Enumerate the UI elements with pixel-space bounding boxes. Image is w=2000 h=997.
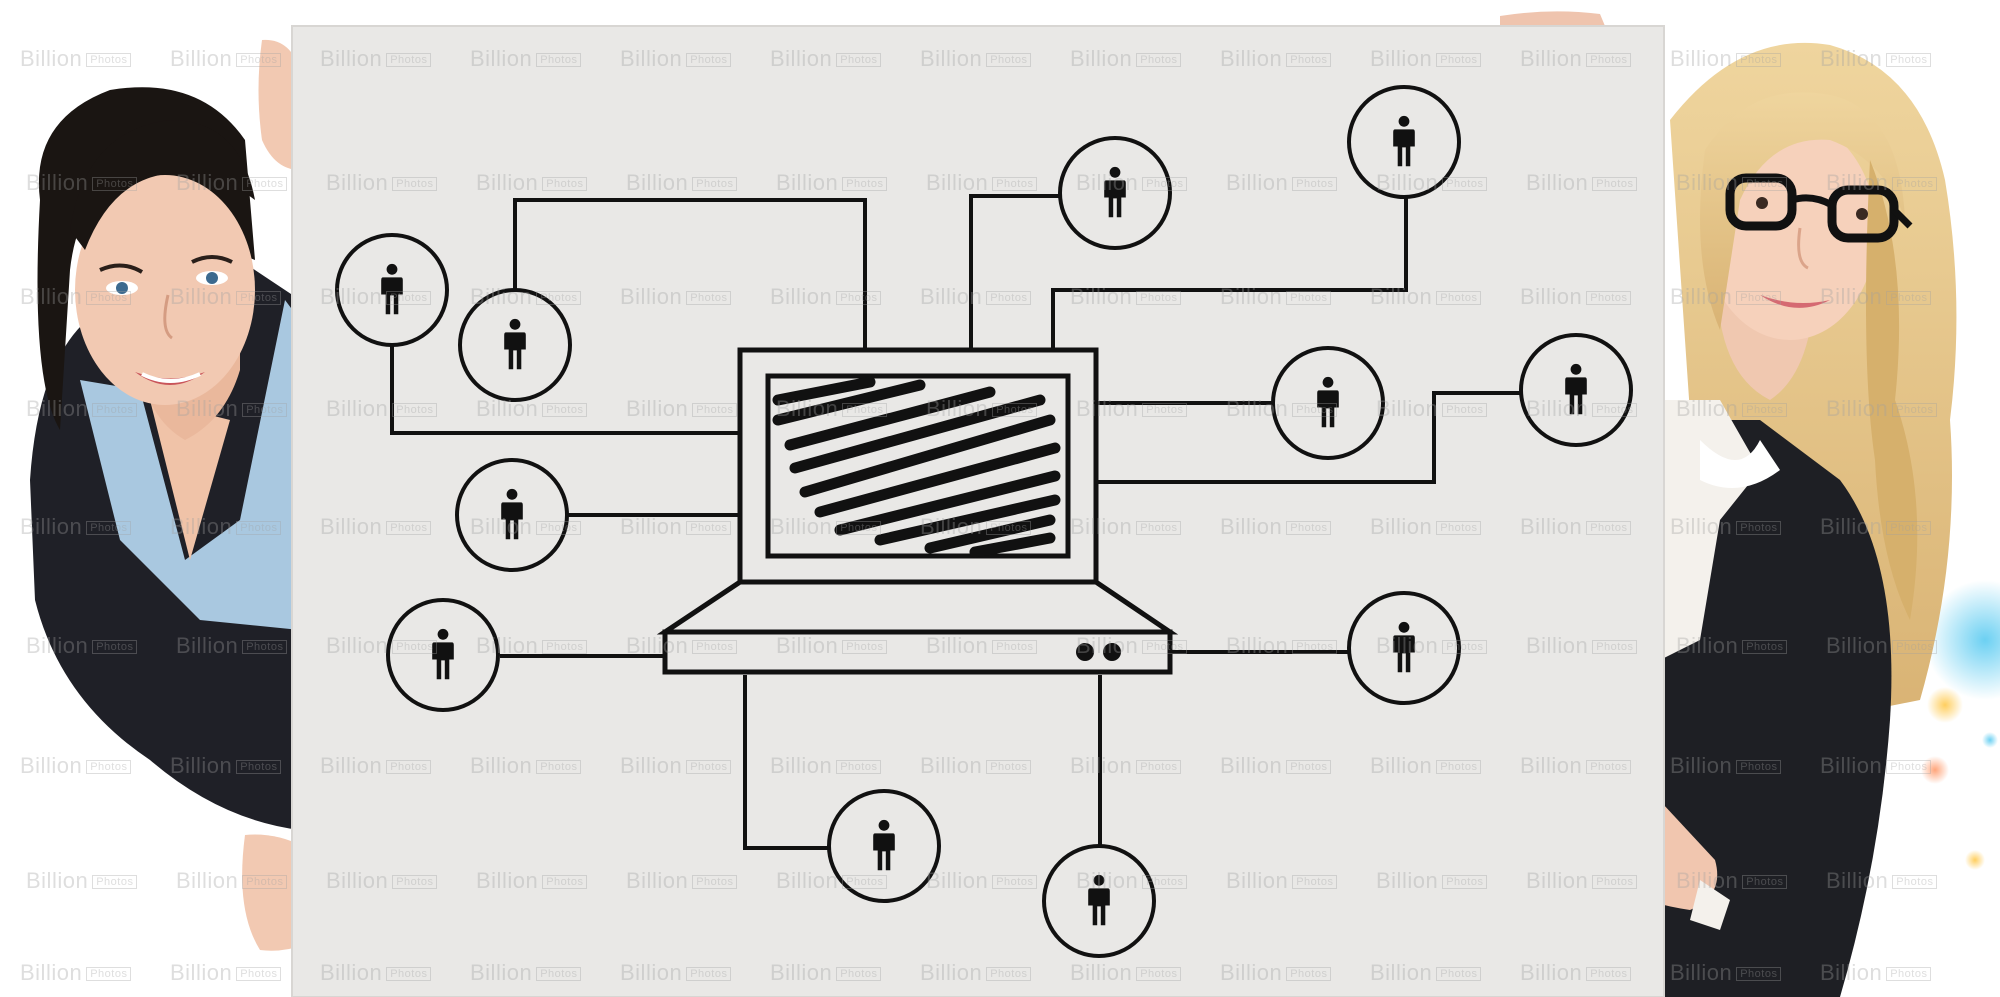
- person-icon: [335, 233, 449, 347]
- person-icon: [1347, 591, 1461, 705]
- background-bokeh: [1921, 580, 2000, 870]
- person-icon: [1042, 844, 1156, 958]
- screen-scribble: [772, 376, 1061, 558]
- person-icon: [1519, 333, 1633, 447]
- person-icon: [827, 789, 941, 903]
- person-icon: [1058, 136, 1172, 250]
- right-woman: [1500, 11, 1957, 997]
- person-icon: [1347, 85, 1461, 199]
- network-lines: [390, 194, 1520, 850]
- person-icon: [455, 458, 569, 572]
- person-icon: [386, 598, 500, 712]
- laptop-icon: [656, 347, 1179, 675]
- whiteboard: [291, 25, 1665, 997]
- person-icon: [1271, 346, 1385, 460]
- person-icon: [458, 288, 572, 402]
- person-nodes: [335, 85, 1633, 958]
